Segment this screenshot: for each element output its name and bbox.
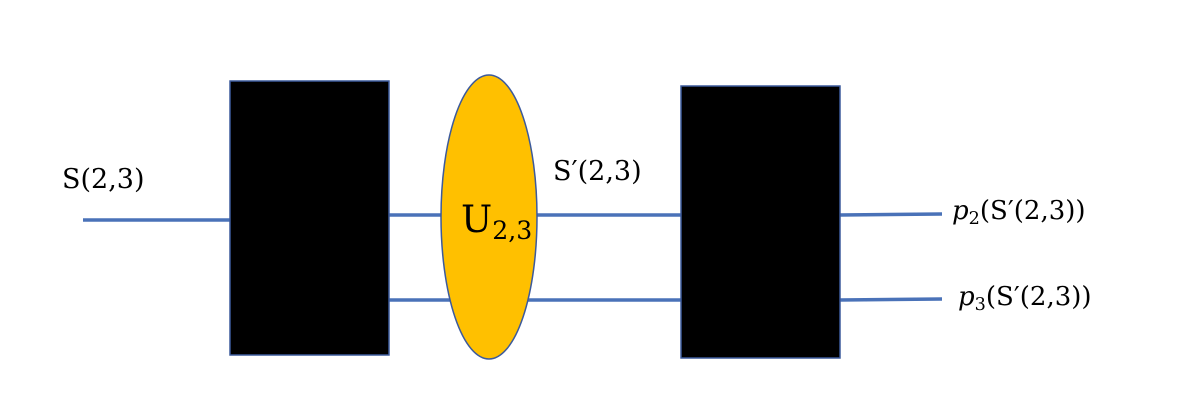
output-wire-2 xyxy=(839,212,943,217)
unitary-gate-label: U2,3 xyxy=(461,198,532,243)
unitary-gate-subscript: 2,3 xyxy=(492,216,533,246)
splitter-box xyxy=(229,80,390,356)
output-3-argument: (S′(2,3)) xyxy=(985,282,1092,312)
output-2-symbol: p xyxy=(952,196,969,226)
output-2-subscript: 2 xyxy=(968,208,980,229)
measurement-box xyxy=(680,85,841,359)
input-state-label: S(2,3) xyxy=(62,164,145,195)
intermediate-state-label: S′(2,3) xyxy=(553,156,642,187)
unitary-gate xyxy=(440,74,538,360)
output-3-symbol: p xyxy=(958,282,975,312)
output-wire-3 xyxy=(839,297,943,302)
output-label-3: p3(S′(2,3)) xyxy=(958,282,1092,314)
output-3-subscript: 3 xyxy=(974,294,986,315)
output-label-2: p2(S′(2,3)) xyxy=(952,196,1086,228)
unitary-gate-symbol: U xyxy=(461,198,493,241)
output-2-argument: (S′(2,3)) xyxy=(979,196,1086,226)
